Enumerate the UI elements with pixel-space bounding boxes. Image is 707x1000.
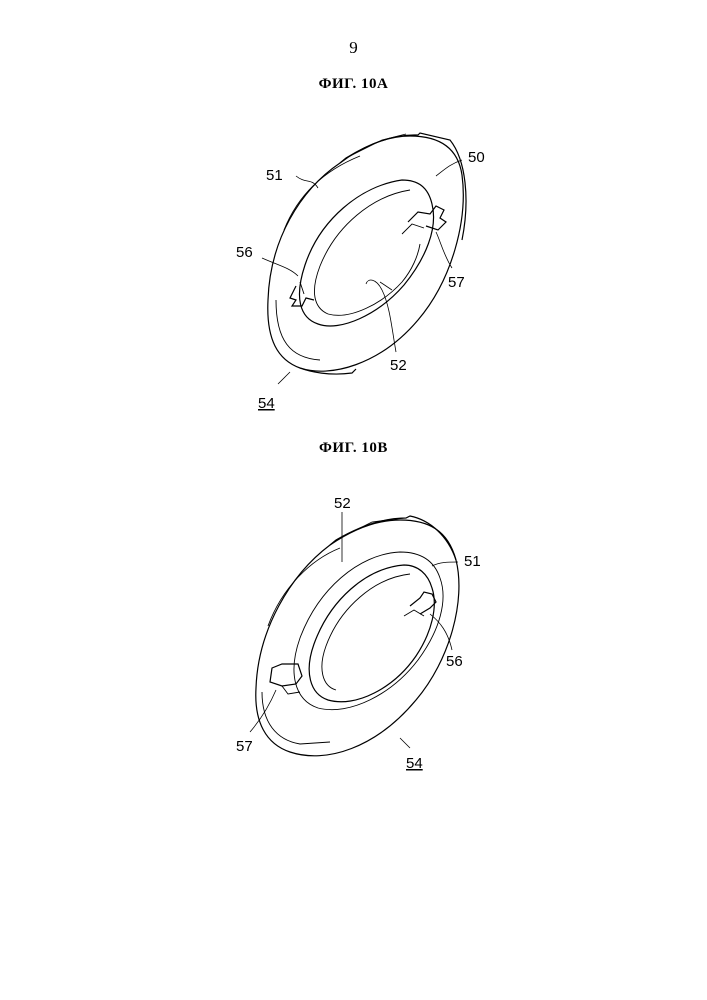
- label-56-b: 56: [446, 653, 463, 670]
- figure-b-leaders: [250, 512, 458, 748]
- label-51-a: 51: [266, 167, 283, 184]
- label-56-a: 56: [236, 244, 253, 261]
- figure-b-ring: [256, 516, 459, 756]
- label-57-a: 57: [448, 274, 465, 291]
- label-57-b: 57: [236, 738, 253, 755]
- label-50-a: 50: [468, 149, 485, 166]
- label-54-b: 54: [406, 755, 423, 772]
- label-54-a: 54: [258, 395, 275, 412]
- label-52-a: 52: [390, 357, 407, 374]
- figure-a-ring: [268, 133, 466, 374]
- label-51-b: 51: [464, 553, 481, 570]
- label-52-b: 52: [334, 495, 351, 512]
